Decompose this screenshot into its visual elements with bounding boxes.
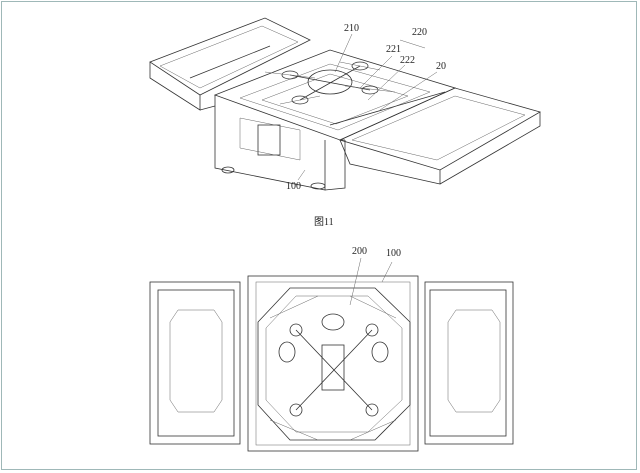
figure-caption: 图11 [314,217,334,228]
top-view-hangar-drawing [149,257,514,452]
label-222: 222 [400,55,415,66]
label-100-bottom: 100 [386,248,401,259]
label-220: 220 [412,27,427,38]
label-221: 221 [386,44,401,55]
isometric-hangar-drawing [149,17,542,191]
label-210: 210 [344,23,359,34]
label-200: 200 [352,246,367,257]
label-100-top: 100 [286,181,301,192]
label-20: 20 [436,61,446,72]
